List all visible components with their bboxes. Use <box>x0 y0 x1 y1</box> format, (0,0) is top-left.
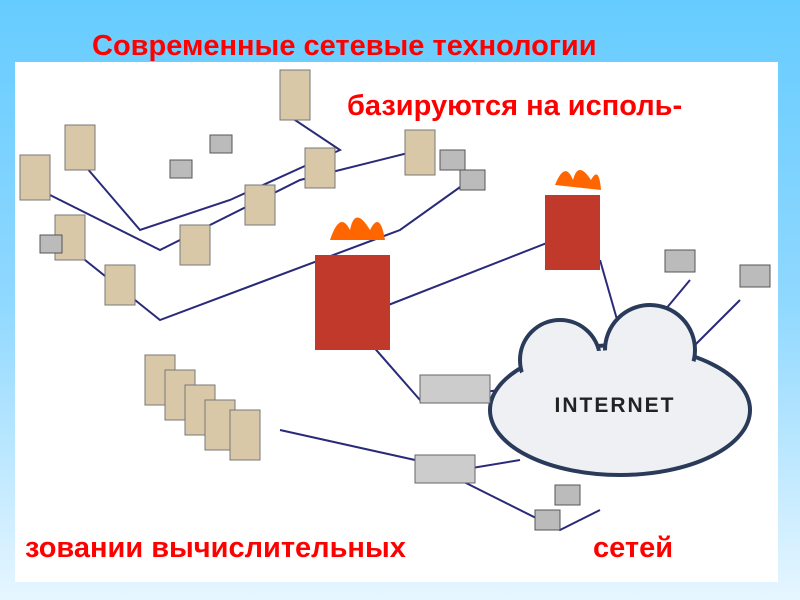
routers <box>414 374 491 484</box>
cloud-label: INTERNET <box>555 394 676 417</box>
slide-text-line-3: зовании вычислительных <box>25 532 406 564</box>
cloud-internet <box>488 303 752 477</box>
slide-title: Современные сетевые технологии <box>92 30 597 62</box>
firewall-main <box>315 217 390 350</box>
firewall-right <box>545 170 601 270</box>
workstations-and-laptops <box>39 134 771 531</box>
slide-text-line-4: сетей <box>593 532 674 564</box>
slide-text-line-2: базируются на исполь- <box>347 90 683 122</box>
